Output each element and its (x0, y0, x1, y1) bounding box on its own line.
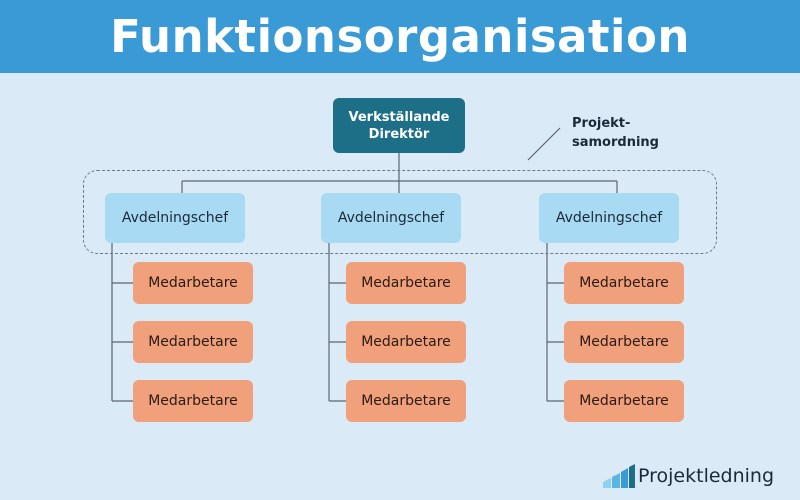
project-coordination-label: Projekt- samordning (572, 114, 659, 152)
department-box-3: Avdelningschef (539, 193, 679, 243)
employee-box-3-2: Medarbetare (564, 321, 684, 363)
department-box-1: Avdelningschef (105, 193, 245, 243)
employee-box-1-1: Medarbetare (133, 262, 253, 304)
employee-box-3-1: Medarbetare (564, 262, 684, 304)
project-coordination-label-line2: samordning (572, 135, 659, 150)
title-banner (0, 0, 800, 73)
ceo-box: Verkställande Direktör (333, 98, 465, 153)
employee-box-2-2: Medarbetare (346, 321, 466, 363)
page-title: Funktionsorganisation (110, 10, 690, 63)
employee-box-1-2: Medarbetare (133, 321, 253, 363)
employee-box-2-3: Medarbetare (346, 380, 466, 422)
project-coordination-group (83, 170, 717, 254)
coordination-pointer (527, 127, 561, 161)
bar-chart-logo-icon (603, 464, 635, 488)
department-box-2: Avdelningschef (321, 193, 461, 243)
employee-box-1-3: Medarbetare (133, 380, 253, 422)
brand-name: Projektledning (638, 465, 775, 487)
employee-box-3-3: Medarbetare (564, 380, 684, 422)
employee-box-2-1: Medarbetare (346, 262, 466, 304)
project-coordination-label-line1: Projekt- (572, 116, 631, 131)
brand-logo: Projektledning (603, 462, 793, 490)
